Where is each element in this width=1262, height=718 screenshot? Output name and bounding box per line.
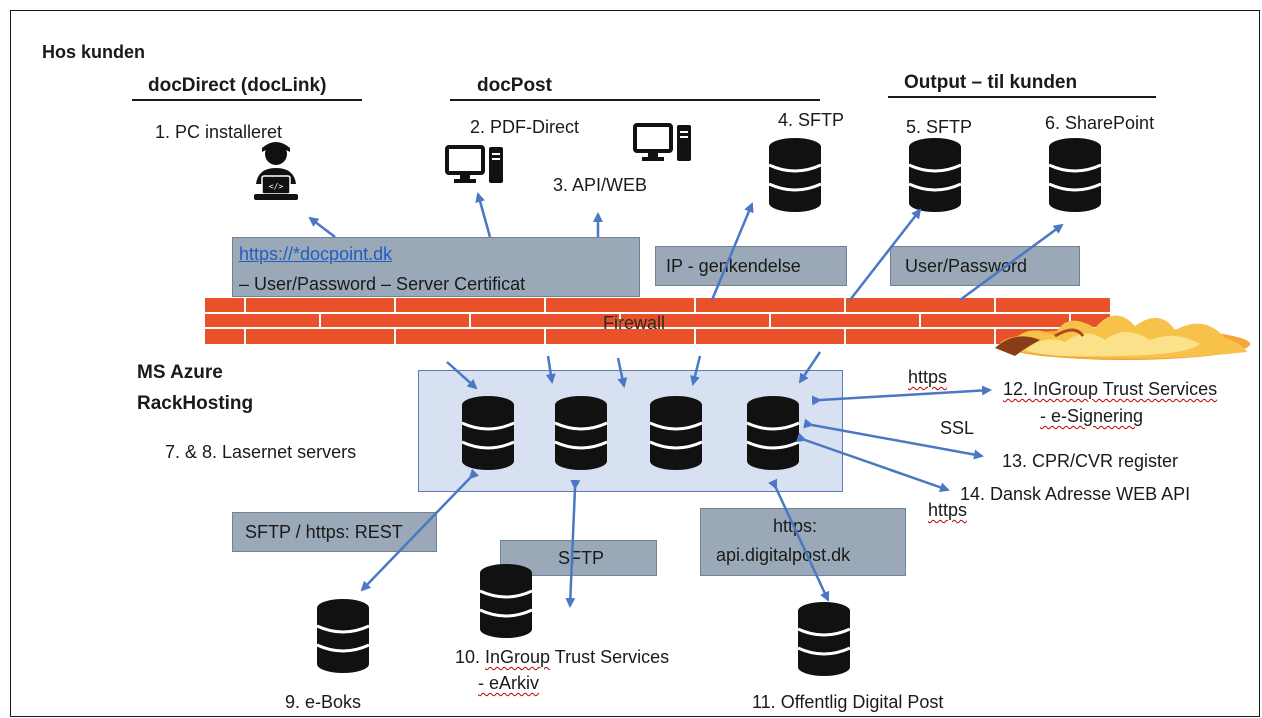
label-api-web: 3. API/WEB <box>553 175 648 195</box>
database-icon <box>461 396 515 470</box>
arrow-down-5 <box>798 351 822 384</box>
firewall <box>205 298 1110 344</box>
database-icon <box>554 396 608 470</box>
fire-icon <box>995 315 1250 360</box>
database-icon <box>908 138 962 212</box>
heading-docpost: docPost <box>477 75 552 96</box>
arrow-down-3 <box>616 357 628 388</box>
label-ingroup-esign-sub: - e-Signering <box>1040 406 1144 426</box>
label-pdf-direct: 2. PDF-Direct <box>470 117 580 137</box>
ip-label: IP - genkendelse <box>666 256 801 276</box>
edge-label-https-bottom: https <box>928 500 968 520</box>
arrow-to-sftp5 <box>849 208 922 301</box>
arrow-down-1 <box>446 361 478 390</box>
docdirect-underline <box>132 99 362 101</box>
arrow-earkiv <box>565 479 581 608</box>
arrow-down-2 <box>545 355 556 384</box>
arrow-ingroup-esign <box>811 385 992 406</box>
arrow-eboks <box>360 468 480 592</box>
edge-label-https-top: https <box>908 367 948 387</box>
label-pc-installeret: 1. PC installeret <box>155 122 283 142</box>
ip-box: IP - genkendelse <box>655 246 847 286</box>
database-icon <box>479 564 533 638</box>
computer-icon <box>633 123 691 161</box>
heading-docdirect: docDirect (docLink) <box>148 75 327 96</box>
label-eboks: 9. e-Boks <box>285 692 362 712</box>
user-password-box: User/Password <box>890 246 1080 286</box>
database-icon <box>768 138 822 212</box>
heading-rackhosting: RackHosting <box>137 393 254 414</box>
label-lasernet: 7. & 8. Lasernet servers <box>165 442 357 462</box>
heading-ms-azure: MS Azure <box>137 362 223 383</box>
label-sftp-5: 5. SFTP <box>906 117 973 137</box>
docpoint-link[interactable]: https://*docpoint.dk <box>239 244 393 264</box>
arrow-to-sftp4 <box>710 202 754 301</box>
heading-hos-kunden: Hos kunden <box>42 42 146 62</box>
database-icon <box>746 396 800 470</box>
database-icon <box>797 602 851 676</box>
label-ingroup-earkiv: 10. InGroup Trust Services <box>455 647 669 668</box>
heading-output: Output – til kunden <box>904 72 1078 93</box>
person-laptop-icon: </> <box>254 142 298 200</box>
diagram-frame <box>10 10 1260 717</box>
computer-icon <box>445 145 503 183</box>
docpoint-credentials: – User/Password – Server Certificat <box>239 274 526 294</box>
svg-text:</>: </> <box>269 182 284 191</box>
ingroup-esign-line1: 12. InGroup Trust Services <box>1003 379 1218 399</box>
docpoint-box: https://*docpoint.dk – User/Password – S… <box>232 237 640 297</box>
arrow-dansk-adresse <box>795 432 950 493</box>
arrow-to-pdf-direct <box>475 192 492 238</box>
arrow-down-4 <box>690 355 702 386</box>
ingroup-earkiv-name: InGroup <box>485 647 551 667</box>
label-dansk-adresse: 14. Dansk Adresse WEB API <box>960 484 1191 504</box>
database-icon <box>1048 138 1102 212</box>
ingroup-earkiv-rest: Trust Services <box>550 647 670 667</box>
label-sharepoint: 6. SharePoint <box>1045 113 1155 133</box>
label-digital-post: 11. Offentlig Digital Post <box>752 692 944 712</box>
label-ingroup-esign: 12. InGroup Trust Services <box>1003 379 1217 400</box>
output-underline <box>888 96 1156 98</box>
arrow-to-pc <box>308 216 336 238</box>
label-sftp-4: 4. SFTP <box>778 110 845 130</box>
label-cpr-cvr: 13. CPR/CVR register <box>1002 451 1179 471</box>
firewall-label: Firewall <box>603 313 666 333</box>
ingroup-earkiv-prefix: 10. <box>455 647 486 667</box>
label-ingroup-earkiv-sub: - eArkiv <box>478 673 540 693</box>
database-icon <box>316 599 370 673</box>
arrow-to-sharepoint <box>959 223 1064 302</box>
user-password-label: User/Password <box>905 256 1028 276</box>
arrow-digital-post <box>768 478 830 602</box>
database-icon <box>649 396 703 470</box>
docpost-underline <box>450 99 820 101</box>
